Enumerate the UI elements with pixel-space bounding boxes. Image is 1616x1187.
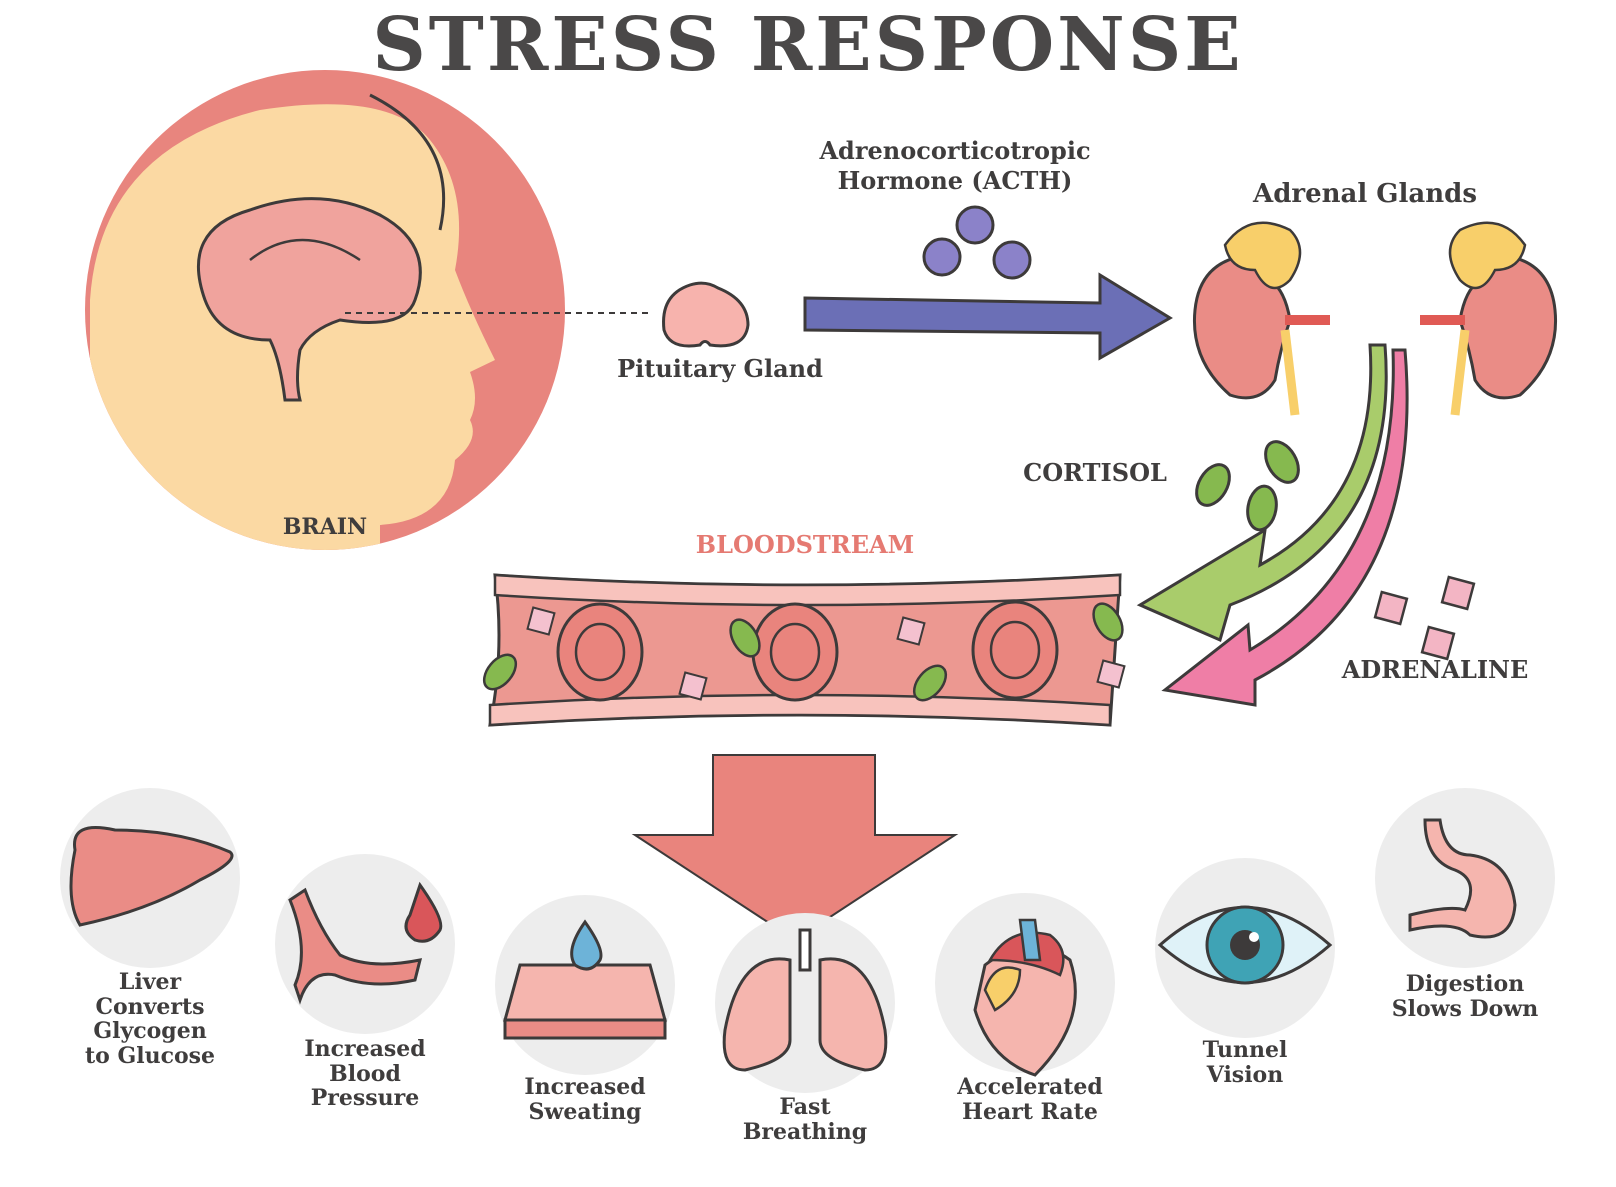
cortisol-molecules-icon	[1195, 440, 1300, 532]
acth-label-line2: Hormone (ACTH)	[837, 166, 1073, 195]
effect-label-digestion: Digestion Slows Down	[1391, 971, 1539, 1022]
acth-molecules-icon	[922, 205, 1032, 280]
effect-label-liver: Liver Converts Glycogen to Glucose	[84, 969, 216, 1069]
effect-label-breathing: Fast Breathing	[742, 1094, 868, 1145]
brain-head-illustration	[85, 70, 650, 550]
pituitary-gland-icon	[662, 281, 750, 348]
pituitary-gland-label: Pituitary Gland	[617, 354, 823, 383]
blood-vessel-icon	[288, 881, 443, 1005]
diagram-title: STRESS RESPONSE	[372, 2, 1244, 88]
adrenal-glands-icon	[1192, 221, 1558, 416]
eye-icon	[1157, 905, 1333, 985]
lungs-icon	[722, 928, 888, 1072]
adrenaline-label: ADRENALINE	[1341, 655, 1529, 684]
effects-down-arrow	[631, 754, 959, 942]
effect-label-heart-rate: Accelerated Heart Rate	[957, 1074, 1103, 1125]
heart-icon	[973, 918, 1077, 1077]
acth-arrow	[803, 272, 1173, 361]
effect-label-tunnel-vision: Tunnel Vision	[1202, 1037, 1288, 1088]
bloodstream-vessel-illustration	[482, 573, 1126, 727]
effect-label-blood-pressure: Increased Blood Pressure	[304, 1036, 426, 1112]
bloodstream-label: BLOODSTREAM	[695, 530, 915, 559]
liver-icon	[69, 826, 234, 927]
sweat-drop-icon	[503, 919, 667, 1040]
cortisol-label: CORTISOL	[1023, 458, 1167, 487]
adrenal-glands-label: Adrenal Glands	[1253, 179, 1477, 209]
stomach-icon	[1408, 818, 1517, 939]
brain-label: BRAIN	[282, 514, 368, 540]
adrenaline-molecules-icon	[1373, 575, 1476, 661]
cortisol-arrow	[1136, 343, 1388, 643]
acth-label-line1: Adrenocorticotropic	[819, 136, 1091, 165]
adrenaline-arrow	[1161, 348, 1409, 707]
effect-label-sweating: Increased Sweating	[524, 1074, 646, 1125]
